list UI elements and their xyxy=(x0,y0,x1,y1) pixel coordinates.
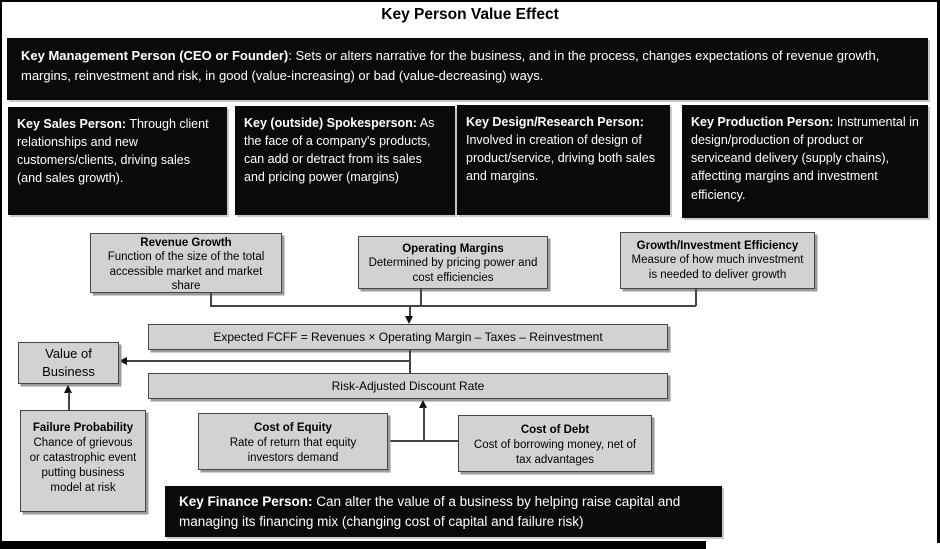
expected-fcff-box: Expected FCFF = Revenues × Operating Mar… xyxy=(148,324,668,350)
operating-margins-heading: Operating Margins xyxy=(402,243,504,255)
connector-fcff-to-discount xyxy=(409,350,411,373)
cost-of-debt-box: Cost of Debt Cost of borrowing money, ne… xyxy=(458,415,652,472)
arrowhead-into-value xyxy=(119,356,127,365)
production-person-box: Key Production Person: Instrumental in d… xyxy=(682,105,928,218)
management-person-lead: Key Management Person (CEO or Founder) xyxy=(21,48,289,63)
failure-probability-heading: Failure Probability xyxy=(32,422,134,434)
spokesperson-body: As the face of a company's products, can… xyxy=(244,116,435,185)
connector-failure-to-value xyxy=(68,392,70,410)
arrowhead-into-discount-rate xyxy=(419,400,427,408)
connector-growth-efficiency-stub xyxy=(695,288,697,306)
production-person-body: Instrumental in design/production of pro… xyxy=(691,115,919,202)
expected-fcff-label: Expected FCFF = Revenues × Operating Mar… xyxy=(213,330,603,344)
connector-operating-margins-stub xyxy=(420,288,422,306)
frame-bottom-bar xyxy=(0,541,706,549)
growth-investment-efficiency-heading: Growth/Investment Efficiency xyxy=(636,240,799,252)
management-person-body: : Sets or alters narrative for the busin… xyxy=(21,48,880,84)
management-person-box: Key Management Person (CEO or Founder): … xyxy=(7,38,928,100)
design-research-person-body: Involved in creation of design of produc… xyxy=(466,133,655,184)
failure-probability-body: Chance of grievous or catastrophic event… xyxy=(29,436,137,494)
frame-top xyxy=(0,0,940,2)
sales-person-lead: Key Sales Person: xyxy=(17,117,127,131)
frame-right xyxy=(937,0,940,543)
design-research-person-box: Key Design/Research Person: Involved in … xyxy=(457,105,670,215)
cost-of-debt-heading: Cost of Debt xyxy=(520,424,590,436)
growth-investment-efficiency-body: Measure of how much investment is needed… xyxy=(631,254,804,281)
connector-equity-debt xyxy=(388,440,458,442)
risk-adjusted-discount-rate-box: Risk-Adjusted Discount Rate xyxy=(148,373,668,399)
sales-person-box: Key Sales Person: Through client relatio… xyxy=(8,107,227,215)
cost-of-equity-body: Rate of return that equity investors dem… xyxy=(229,436,357,464)
growth-investment-efficiency-box: Growth/Investment Efficiency Measure of … xyxy=(620,232,815,289)
operating-margins-body: Determined by pricing power and cost eff… xyxy=(368,257,538,284)
connector-drivers-bus xyxy=(210,305,696,307)
cost-of-debt-body: Cost of borrowing money, net of tax adva… xyxy=(473,438,637,466)
revenue-growth-heading: Revenue Growth xyxy=(140,237,232,249)
frame-left xyxy=(0,0,2,549)
page-title: Key Person Value Effect xyxy=(381,6,559,23)
cost-of-equity-heading: Cost of Equity xyxy=(254,422,332,434)
value-of-business-box: Value of Business xyxy=(18,342,119,384)
connector-to-value xyxy=(126,360,410,362)
finance-person-body: Can alter the value of a business by hel… xyxy=(179,494,681,530)
revenue-growth-body: Function of the size of the total access… xyxy=(107,251,265,293)
spokesperson-lead: Key (outside) Spokesperson: xyxy=(244,116,417,130)
finance-person-box: Key Finance Person: Can alter the value … xyxy=(165,486,722,537)
cost-of-equity-box: Cost of Equity Rate of return that equit… xyxy=(198,413,388,470)
spokesperson-box: Key (outside) Spokesperson: As the face … xyxy=(235,106,455,215)
value-of-business-label: Value of Business xyxy=(42,346,95,379)
connector-into-fcff xyxy=(409,306,411,317)
failure-probability-box: Failure Probability Chance of grievous o… xyxy=(20,410,146,512)
arrowhead-into-fcff xyxy=(405,316,413,324)
connector-revenue-growth-stub xyxy=(210,292,212,306)
design-research-person-lead: Key Design/Research Person: xyxy=(466,115,644,129)
connector-costs-to-discount xyxy=(423,407,425,441)
risk-adjusted-discount-rate-label: Risk-Adjusted Discount Rate xyxy=(331,379,485,393)
arrowhead-into-value-bottom xyxy=(64,385,72,393)
operating-margins-box: Operating Margins Determined by pricing … xyxy=(358,236,548,289)
revenue-growth-box: Revenue Growth Function of the size of t… xyxy=(90,233,282,293)
sales-person-body: Through client relationships and new cus… xyxy=(17,117,209,186)
finance-person-lead: Key Finance Person: xyxy=(179,494,313,509)
production-person-lead: Key Production Person: xyxy=(691,115,834,129)
